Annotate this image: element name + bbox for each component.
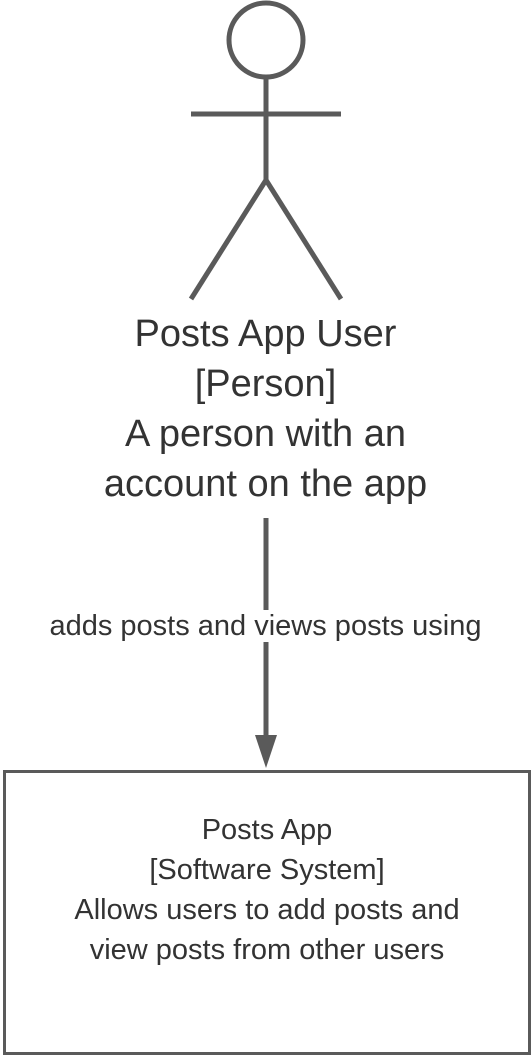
software-system-box[interactable] (3, 770, 531, 1055)
person-right-leg (263, 178, 344, 301)
person-description-line-1: A person with an (125, 413, 406, 455)
person-type: [Person] (194, 363, 337, 405)
arrow-head (255, 735, 277, 768)
system-name: Posts App (201, 814, 333, 846)
system-description-line-2: view posts from other users (89, 934, 445, 966)
system-type: [Software System] (149, 854, 385, 886)
relationship-label[interactable]: adds posts and views posts using (0, 604, 531, 648)
person-left-leg (188, 178, 269, 301)
stick-figure-person-icon (188, 0, 344, 301)
relationship-label-text: adds posts and views posts using (47, 610, 484, 642)
software-system-label: Posts App [Software System] Allows users… (3, 810, 531, 970)
person-label[interactable]: Posts App User [Person] A person with an… (40, 309, 491, 509)
person-head (226, 0, 306, 80)
person-name: Posts App User (134, 313, 397, 355)
system-description-line-1: Allows users to add posts and (74, 894, 460, 926)
person-description-line-2: account on the app (103, 463, 428, 505)
